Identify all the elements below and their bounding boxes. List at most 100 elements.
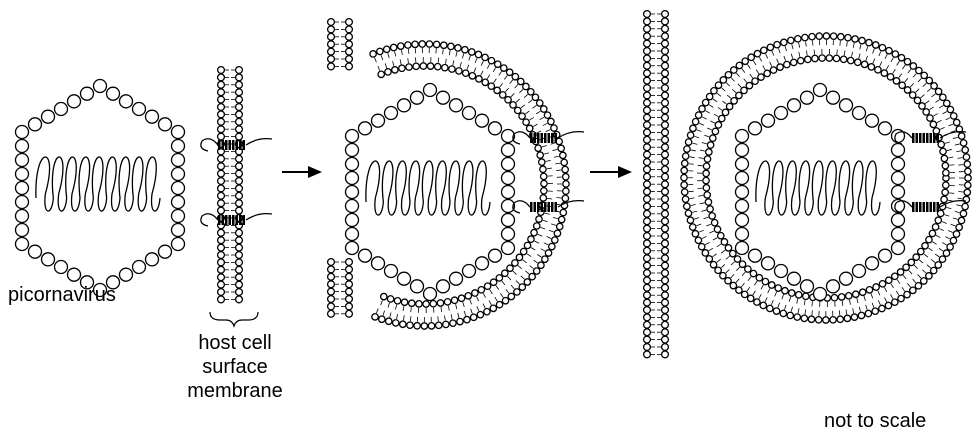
lipid-head — [376, 47, 384, 56]
lipid-head — [642, 202, 652, 211]
lipid-head — [686, 131, 695, 140]
receptor — [894, 130, 967, 145]
lipid-head — [964, 174, 972, 182]
virus-capsid — [344, 82, 516, 302]
lipid-head — [216, 169, 226, 178]
lipid-head — [724, 276, 732, 285]
lipid-head — [680, 159, 689, 168]
capsid-subunit — [448, 271, 464, 286]
lipid-head — [344, 54, 354, 64]
lipid-head — [234, 199, 244, 208]
lipid-head — [642, 98, 652, 107]
lipid-head — [660, 313, 670, 322]
lipid-head — [216, 280, 226, 289]
lipid-head — [539, 194, 548, 202]
lipid-head — [660, 342, 670, 352]
capsid-subunit — [79, 86, 95, 101]
capsid-subunit — [409, 279, 425, 294]
lipid-head — [660, 69, 670, 78]
lipid-head — [811, 54, 819, 63]
lipid-head — [878, 279, 887, 288]
lipid-head — [506, 264, 514, 273]
lipid-head — [898, 81, 907, 90]
lipid-head — [216, 88, 226, 97]
lipid-head — [234, 176, 244, 186]
lipid-head — [216, 258, 226, 267]
capsid-subunit — [500, 170, 516, 186]
lipid-head — [642, 276, 652, 285]
lipid-head — [769, 66, 778, 74]
lipid-head — [660, 9, 670, 19]
lipid-head — [706, 141, 715, 149]
lipid-head — [681, 195, 690, 204]
lipid-head — [526, 87, 535, 96]
lipid-head — [326, 257, 336, 267]
lipid-head — [902, 263, 910, 272]
lipid-head — [560, 158, 569, 167]
lipid-head — [477, 285, 486, 294]
lipid-head — [744, 265, 752, 273]
lipid-head — [660, 113, 670, 122]
lipid-head — [807, 315, 816, 324]
lipid-head — [481, 53, 489, 62]
lipid-head — [216, 199, 226, 208]
capsid-subunit — [422, 286, 438, 302]
lipid-head — [660, 46, 670, 56]
lipid-head — [443, 297, 452, 306]
capsid-subunit — [500, 226, 516, 242]
lipid-head — [642, 261, 652, 270]
lipid-head — [751, 77, 759, 86]
lipid-head — [537, 261, 545, 270]
lipid-head — [814, 315, 823, 324]
lipid-head — [925, 272, 933, 280]
lipid-head — [642, 83, 652, 93]
capsid-subunit — [734, 198, 750, 214]
lipid-head — [504, 95, 512, 104]
lipid-head — [234, 228, 244, 237]
lipid-head — [642, 305, 652, 315]
capsid-subunit — [734, 156, 750, 172]
lipid-head — [441, 320, 450, 329]
lipid-head — [703, 191, 712, 199]
lipid-head — [344, 294, 354, 304]
lipid-head — [422, 300, 430, 308]
lipid-head — [793, 313, 802, 321]
capsid-subunit — [14, 236, 30, 252]
lipid-head — [535, 99, 544, 107]
lipid-head — [454, 44, 462, 52]
capsid-subunit — [144, 252, 160, 267]
lipid-head — [730, 96, 738, 105]
stage-endocytosed-vesicle — [642, 9, 972, 359]
lipid-head — [404, 41, 412, 49]
lipid-head — [562, 187, 570, 196]
receptor — [200, 137, 273, 152]
lipid-head — [326, 47, 336, 56]
capsid-subunit — [734, 184, 750, 200]
rna-genome-coil — [755, 160, 881, 216]
lipid-head — [660, 187, 670, 196]
capsid-subunit — [825, 90, 841, 105]
capsid-subunit — [864, 113, 880, 128]
lipid-head — [642, 46, 652, 56]
capsid-subunit — [79, 275, 95, 290]
receptor — [200, 212, 273, 227]
lipid-head — [930, 82, 938, 90]
lipid-head — [660, 239, 670, 248]
lipid-head — [710, 218, 719, 227]
lipid-head — [511, 72, 520, 81]
lipid-head — [425, 40, 434, 48]
lipid-head — [884, 276, 893, 285]
lipid-head — [946, 243, 954, 251]
lipid-head — [539, 165, 547, 174]
capsid-subunit — [890, 142, 906, 158]
lipid-head — [680, 188, 689, 196]
lipid-head — [405, 63, 413, 71]
lipid-head — [660, 76, 670, 85]
lipid-head — [660, 194, 670, 204]
lipid-head — [467, 48, 476, 56]
lipid-head — [961, 146, 970, 154]
capsid-subunit — [157, 117, 173, 132]
lipid-head — [660, 98, 670, 107]
lipid-head — [815, 32, 824, 41]
lipid-head — [939, 147, 947, 156]
